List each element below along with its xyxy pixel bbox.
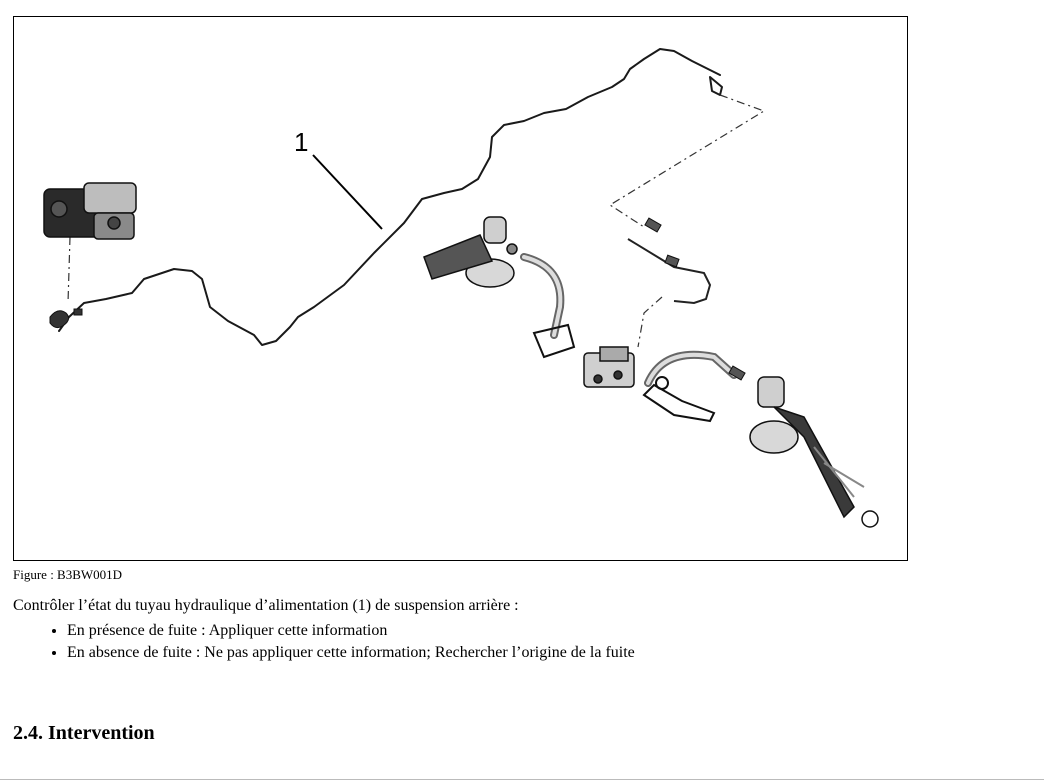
callout-leader (312, 154, 383, 230)
accumulator-sphere (423, 216, 518, 288)
hydraulic-pipe-diagram: 1 (43, 48, 879, 528)
dashed-connector (637, 296, 663, 348)
callout-number: 1 (294, 127, 308, 157)
section-heading: 2.4. Intervention (13, 722, 155, 744)
hose-bracket (532, 323, 576, 359)
figure-caption: Figure : B3BW001D (13, 567, 123, 582)
figure-frame: 1 (13, 16, 908, 561)
instruction-paragraph: Contrôler l’état du tuyau hydraulique d’… (13, 597, 519, 614)
hose-bracket (642, 376, 716, 423)
suspension-cylinder (749, 376, 879, 528)
instruction-list: En présence de fuite : Appliquer cette i… (45, 620, 635, 664)
list-item: En absence de fuite : Ne pas appliquer c… (67, 642, 635, 664)
flexible-hose (644, 350, 738, 387)
pipe-fitting (644, 217, 680, 268)
dashed-connector (67, 236, 71, 304)
divider (0, 779, 1044, 780)
supply-pipe (58, 48, 721, 346)
pipe-fitting (728, 365, 746, 381)
pipe-fitting (49, 308, 83, 329)
valve-block (583, 346, 635, 388)
list-item: En présence de fuite : Appliquer cette i… (67, 620, 635, 642)
dashed-connector (608, 94, 766, 228)
rigid-pipe (627, 238, 712, 305)
hydraulic-unit (43, 182, 137, 240)
